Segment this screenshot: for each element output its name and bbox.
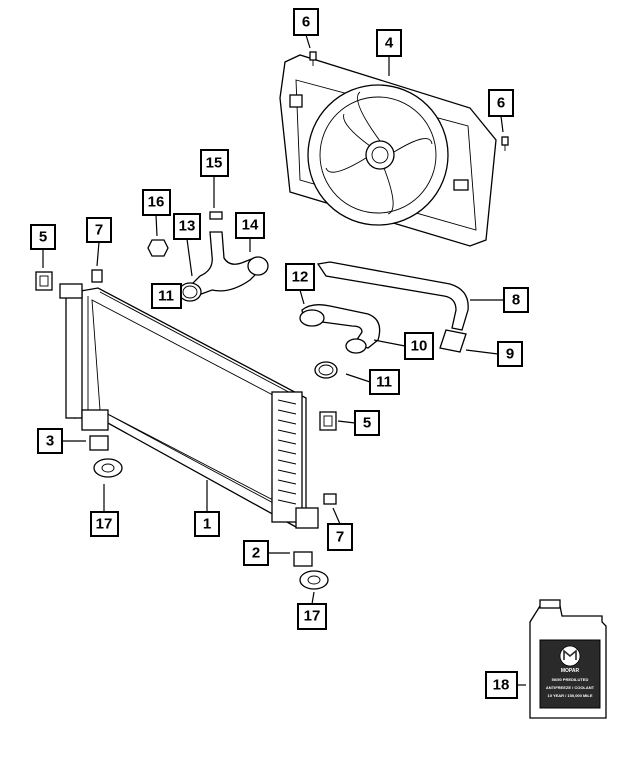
callout-5-left-label: 5 xyxy=(39,229,47,246)
callout-17-left: 17 xyxy=(90,511,119,537)
callout-12-label: 12 xyxy=(292,269,309,286)
hose-clamp xyxy=(314,361,338,379)
jug-brand-text: MOPAR xyxy=(561,668,580,674)
cap xyxy=(93,458,123,478)
radiator-isolator xyxy=(319,411,337,431)
callout-10-label: 10 xyxy=(411,338,428,355)
callout-1-label: 1 xyxy=(203,516,211,533)
callout-14-label: 14 xyxy=(242,217,259,234)
leader-lines xyxy=(42,34,526,686)
callout-9-label: 9 xyxy=(506,346,514,363)
callout-3-label: 3 xyxy=(46,433,54,450)
callout-11-right-label: 11 xyxy=(376,374,392,391)
callout-6-top: 6 xyxy=(293,8,319,36)
jug-line2-text: ANTIFREEZE / COOLANT xyxy=(546,685,595,690)
callout-16-label: 16 xyxy=(148,194,165,211)
callout-10: 10 xyxy=(404,332,434,360)
callout-1: 1 xyxy=(194,511,220,537)
callout-15: 15 xyxy=(200,149,229,177)
callout-2: 2 xyxy=(243,540,269,566)
upper-coolant-hose xyxy=(178,231,269,302)
shroud-screw xyxy=(501,136,509,151)
hose-clip xyxy=(209,211,223,220)
coolant-jug: MOPAR 50/50 PREDILUTED ANTIFREEZE / COOL… xyxy=(529,599,607,719)
callout-4-label: 4 xyxy=(385,35,394,52)
callout-6-right: 6 xyxy=(488,89,514,117)
fan-shroud xyxy=(279,54,497,247)
callout-13: 13 xyxy=(173,213,201,240)
jug-line3-text: 10 YEAR / 150,000 MILE xyxy=(547,693,592,698)
callout-4: 4 xyxy=(376,29,402,57)
coolant-hose xyxy=(299,304,381,354)
callout-16: 16 xyxy=(142,189,171,216)
callout-7-top-label: 7 xyxy=(95,222,103,239)
callout-18-label: 18 xyxy=(493,677,510,694)
callout-17-right: 17 xyxy=(297,603,327,630)
lower-isolator xyxy=(89,435,109,451)
radiator-bracket xyxy=(91,269,103,283)
nut xyxy=(147,239,169,257)
radiator xyxy=(59,283,319,529)
callout-6-top-label: 6 xyxy=(302,14,310,31)
shroud-screw xyxy=(309,51,317,66)
callout-5-left: 5 xyxy=(30,224,56,250)
callout-7-bottom-label: 7 xyxy=(336,529,344,546)
callout-15-label: 15 xyxy=(206,155,223,172)
radiator-bracket xyxy=(323,493,337,505)
callout-9: 9 xyxy=(497,341,523,367)
callout-17-left-label: 17 xyxy=(96,516,113,533)
callout-11-right: 11 xyxy=(369,369,400,395)
callout-11-left-label: 11 xyxy=(158,288,174,305)
radiator-hose xyxy=(316,261,469,353)
jug-line1-text: 50/50 PREDILUTED xyxy=(552,677,589,682)
callout-2-label: 2 xyxy=(252,545,260,562)
cap xyxy=(299,570,329,590)
callout-3: 3 xyxy=(37,428,63,454)
callout-17-right-label: 17 xyxy=(304,608,321,625)
radiator-isolator xyxy=(35,271,53,291)
callout-5-right-label: 5 xyxy=(363,415,371,432)
callout-12: 12 xyxy=(285,263,315,291)
callout-11-left: 11 xyxy=(151,283,182,309)
callout-5-right: 5 xyxy=(354,410,380,436)
callout-8: 8 xyxy=(503,287,529,313)
callout-7-top: 7 xyxy=(86,217,112,243)
callout-8-label: 8 xyxy=(512,292,520,309)
callout-13-label: 13 xyxy=(179,218,196,235)
callout-7-bottom: 7 xyxy=(327,523,353,551)
callout-6-right-label: 6 xyxy=(497,95,505,112)
lower-isolator xyxy=(293,551,313,567)
callout-14: 14 xyxy=(235,212,265,239)
callout-18: 18 xyxy=(485,671,518,699)
